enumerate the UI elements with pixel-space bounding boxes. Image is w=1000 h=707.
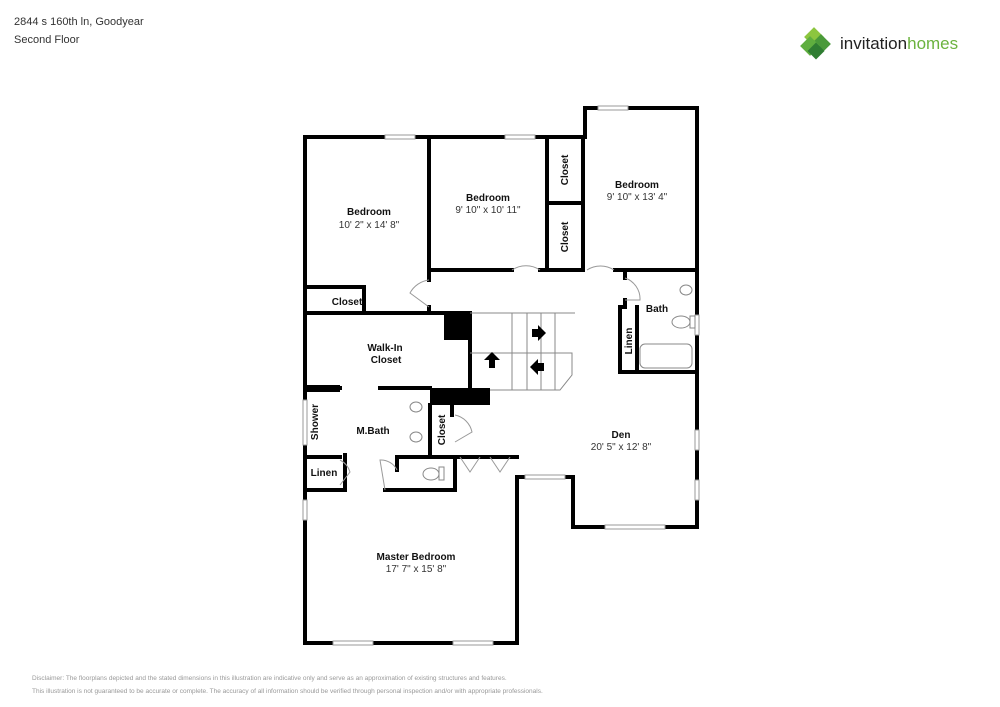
disclaimer-line-2: This illustration is not guaranteed to b… [32,688,543,695]
room-bedroom-2-dim: 9' 10" x 10' 11" [455,205,521,216]
stair-arrows [484,325,546,375]
room-bedroom-2-name: Bedroom [466,193,510,204]
room-master-name: Master Bedroom [377,552,456,563]
closet-1: Closet [332,297,363,308]
room-master-dim: 17' 7" x 15' 8" [386,564,447,575]
room-bedroom-1-dim: 10' 2" x 14' 8" [339,220,400,231]
walkin-closet-line1: Walk-In [367,343,402,354]
logo-text-homes: homes [907,34,959,53]
closet-2: Closet [560,154,571,185]
fixtures [409,284,696,481]
linen-1: Linen [624,328,635,355]
logo-icon [800,27,831,60]
wall-blocks [305,313,490,405]
closet-3: Closet [560,221,571,252]
stairs [470,312,575,391]
room-den-dim: 20' 5" x 12' 8" [591,442,652,453]
floor-label: Second Floor [14,34,80,46]
logo-text-invitation: invitation [840,34,908,53]
linen-2: Linen [311,468,338,479]
doors [339,265,641,491]
room-master-bath: M.Bath [356,426,389,437]
address: 2844 s 160th ln, Goodyear [14,16,144,28]
room-den-name: Den [612,430,631,441]
walkin-closet-line2: Closet [371,355,402,366]
room-bedroom-1-name: Bedroom [347,207,391,218]
closet-4: Closet [437,414,448,445]
room-bedroom-3-name: Bedroom [615,180,659,191]
room-bedroom-3-dim: 9' 10" x 13' 4" [607,192,668,203]
disclaimer-line-1: Disclaimer: The floorplans depicted and … [32,675,507,682]
shower: Shower [310,404,321,440]
room-bath: Bath [646,304,668,315]
